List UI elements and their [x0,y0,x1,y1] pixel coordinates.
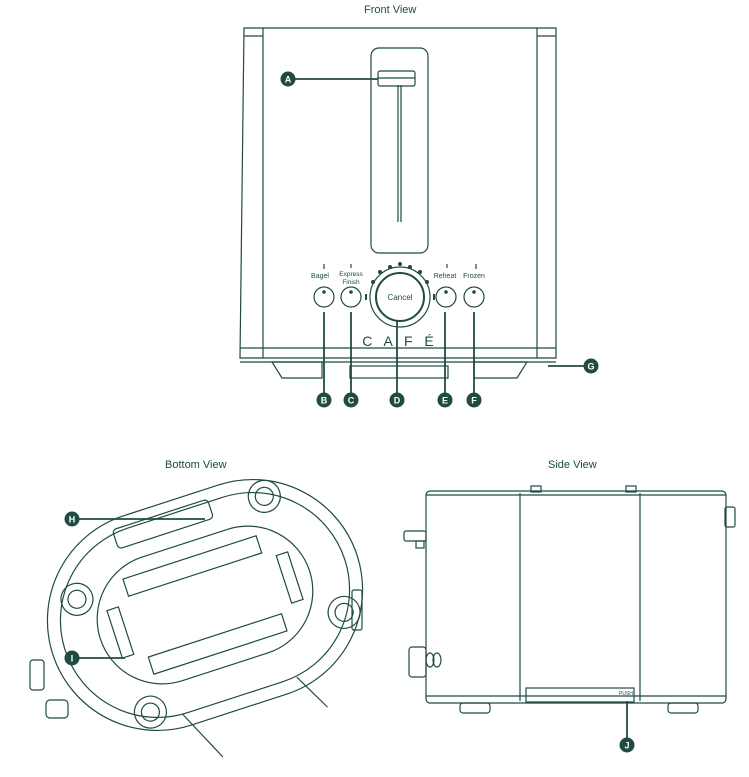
frozen-led [472,290,476,294]
callout-i: I [64,650,80,666]
shade-dial-outer [369,266,431,328]
shade-dot [398,262,403,267]
shade-dot [418,270,423,275]
bagel-button[interactable] [313,286,335,308]
side-knob-bottom-view [29,659,45,691]
side-dial [408,646,427,678]
side-view-title: Side View [548,459,597,471]
reheat-label: Reheat [434,273,457,280]
base-seam [182,713,224,758]
callout-j: J [619,737,635,753]
foot-pad-inner [334,602,354,622]
toaster-body-outline [239,27,557,359]
foot-pad [60,582,94,616]
foot-left [270,361,323,379]
foot-pad [327,595,361,629]
front-view-title: Front View [364,4,417,16]
base-outer-outline [46,478,364,732]
frozen-button[interactable] [463,286,485,308]
foot-right [473,361,529,379]
heater-grill-bottom [147,613,288,675]
side-body-outline [425,490,727,704]
side-lever-stem [415,540,425,549]
bottom-view [29,478,364,758]
crumb-tray-side[interactable] [525,687,635,703]
shade-dot [378,270,383,275]
express-label-2: Finish [342,279,360,286]
crumb-tray[interactable] [349,365,449,379]
base-seam [296,676,328,708]
side-button-stub [625,485,637,493]
reheat-led [444,290,448,294]
callout-a: A [280,71,296,87]
cancel-label: Cancel [388,293,413,302]
callout-g: G [583,358,599,374]
side-button [432,652,442,668]
foot-pad [247,479,281,513]
lever-bottom-view [45,699,69,719]
side-lever [403,530,427,542]
front-view: Cancel Bagel Express Finish Reheat Froze… [239,27,584,393]
callout-d: D [389,392,405,408]
brand-logo: C A F É [362,333,437,349]
toast-slot [370,47,429,254]
side-button [425,652,435,668]
side-foot-left [459,702,491,714]
svg-text:H: H [69,515,76,525]
foot-pad [133,695,168,729]
reheat-button[interactable] [435,286,457,308]
side-foot-right [667,702,699,714]
callout-h: H [64,511,80,527]
side-grip [724,506,736,528]
cancel-button[interactable] [375,272,425,322]
base-rim [59,491,351,719]
svg-text:B: B [321,396,328,406]
side-view: PUSH [403,485,736,738]
bagel-label: Bagel [311,273,329,280]
svg-text:J: J [624,741,629,751]
base-inner-opening [96,525,314,685]
foot-pad-inner [140,702,161,722]
callout-c: C [343,392,359,408]
callout-b: B [316,392,332,408]
bagel-led [322,290,326,294]
express-label-1: Express [339,271,363,278]
svg-text:I: I [71,654,74,664]
callout-e: E [437,392,453,408]
side-button-stub [530,485,542,493]
side-tab-bottom-view [351,589,363,631]
push-label: PUSH [619,691,633,697]
cord-storage-slot [112,499,214,549]
svg-text:E: E [442,396,448,406]
callout-f: F [466,392,482,408]
heater-grill-top [122,535,263,597]
foot-pad-inner [254,486,274,506]
svg-text:G: G [587,362,594,372]
svg-text:C: C [348,396,355,406]
svg-text:A: A [285,75,292,85]
frozen-label: Frozen [463,273,485,280]
svg-text:D: D [394,396,401,406]
express-finish-button[interactable] [340,286,362,308]
heater-grill-right [275,551,304,604]
express-led [349,290,353,294]
foot-pad-inner [67,589,87,609]
bottom-view-title: Bottom View [165,459,227,471]
heater-grill-left [106,606,135,659]
svg-text:F: F [471,396,477,406]
